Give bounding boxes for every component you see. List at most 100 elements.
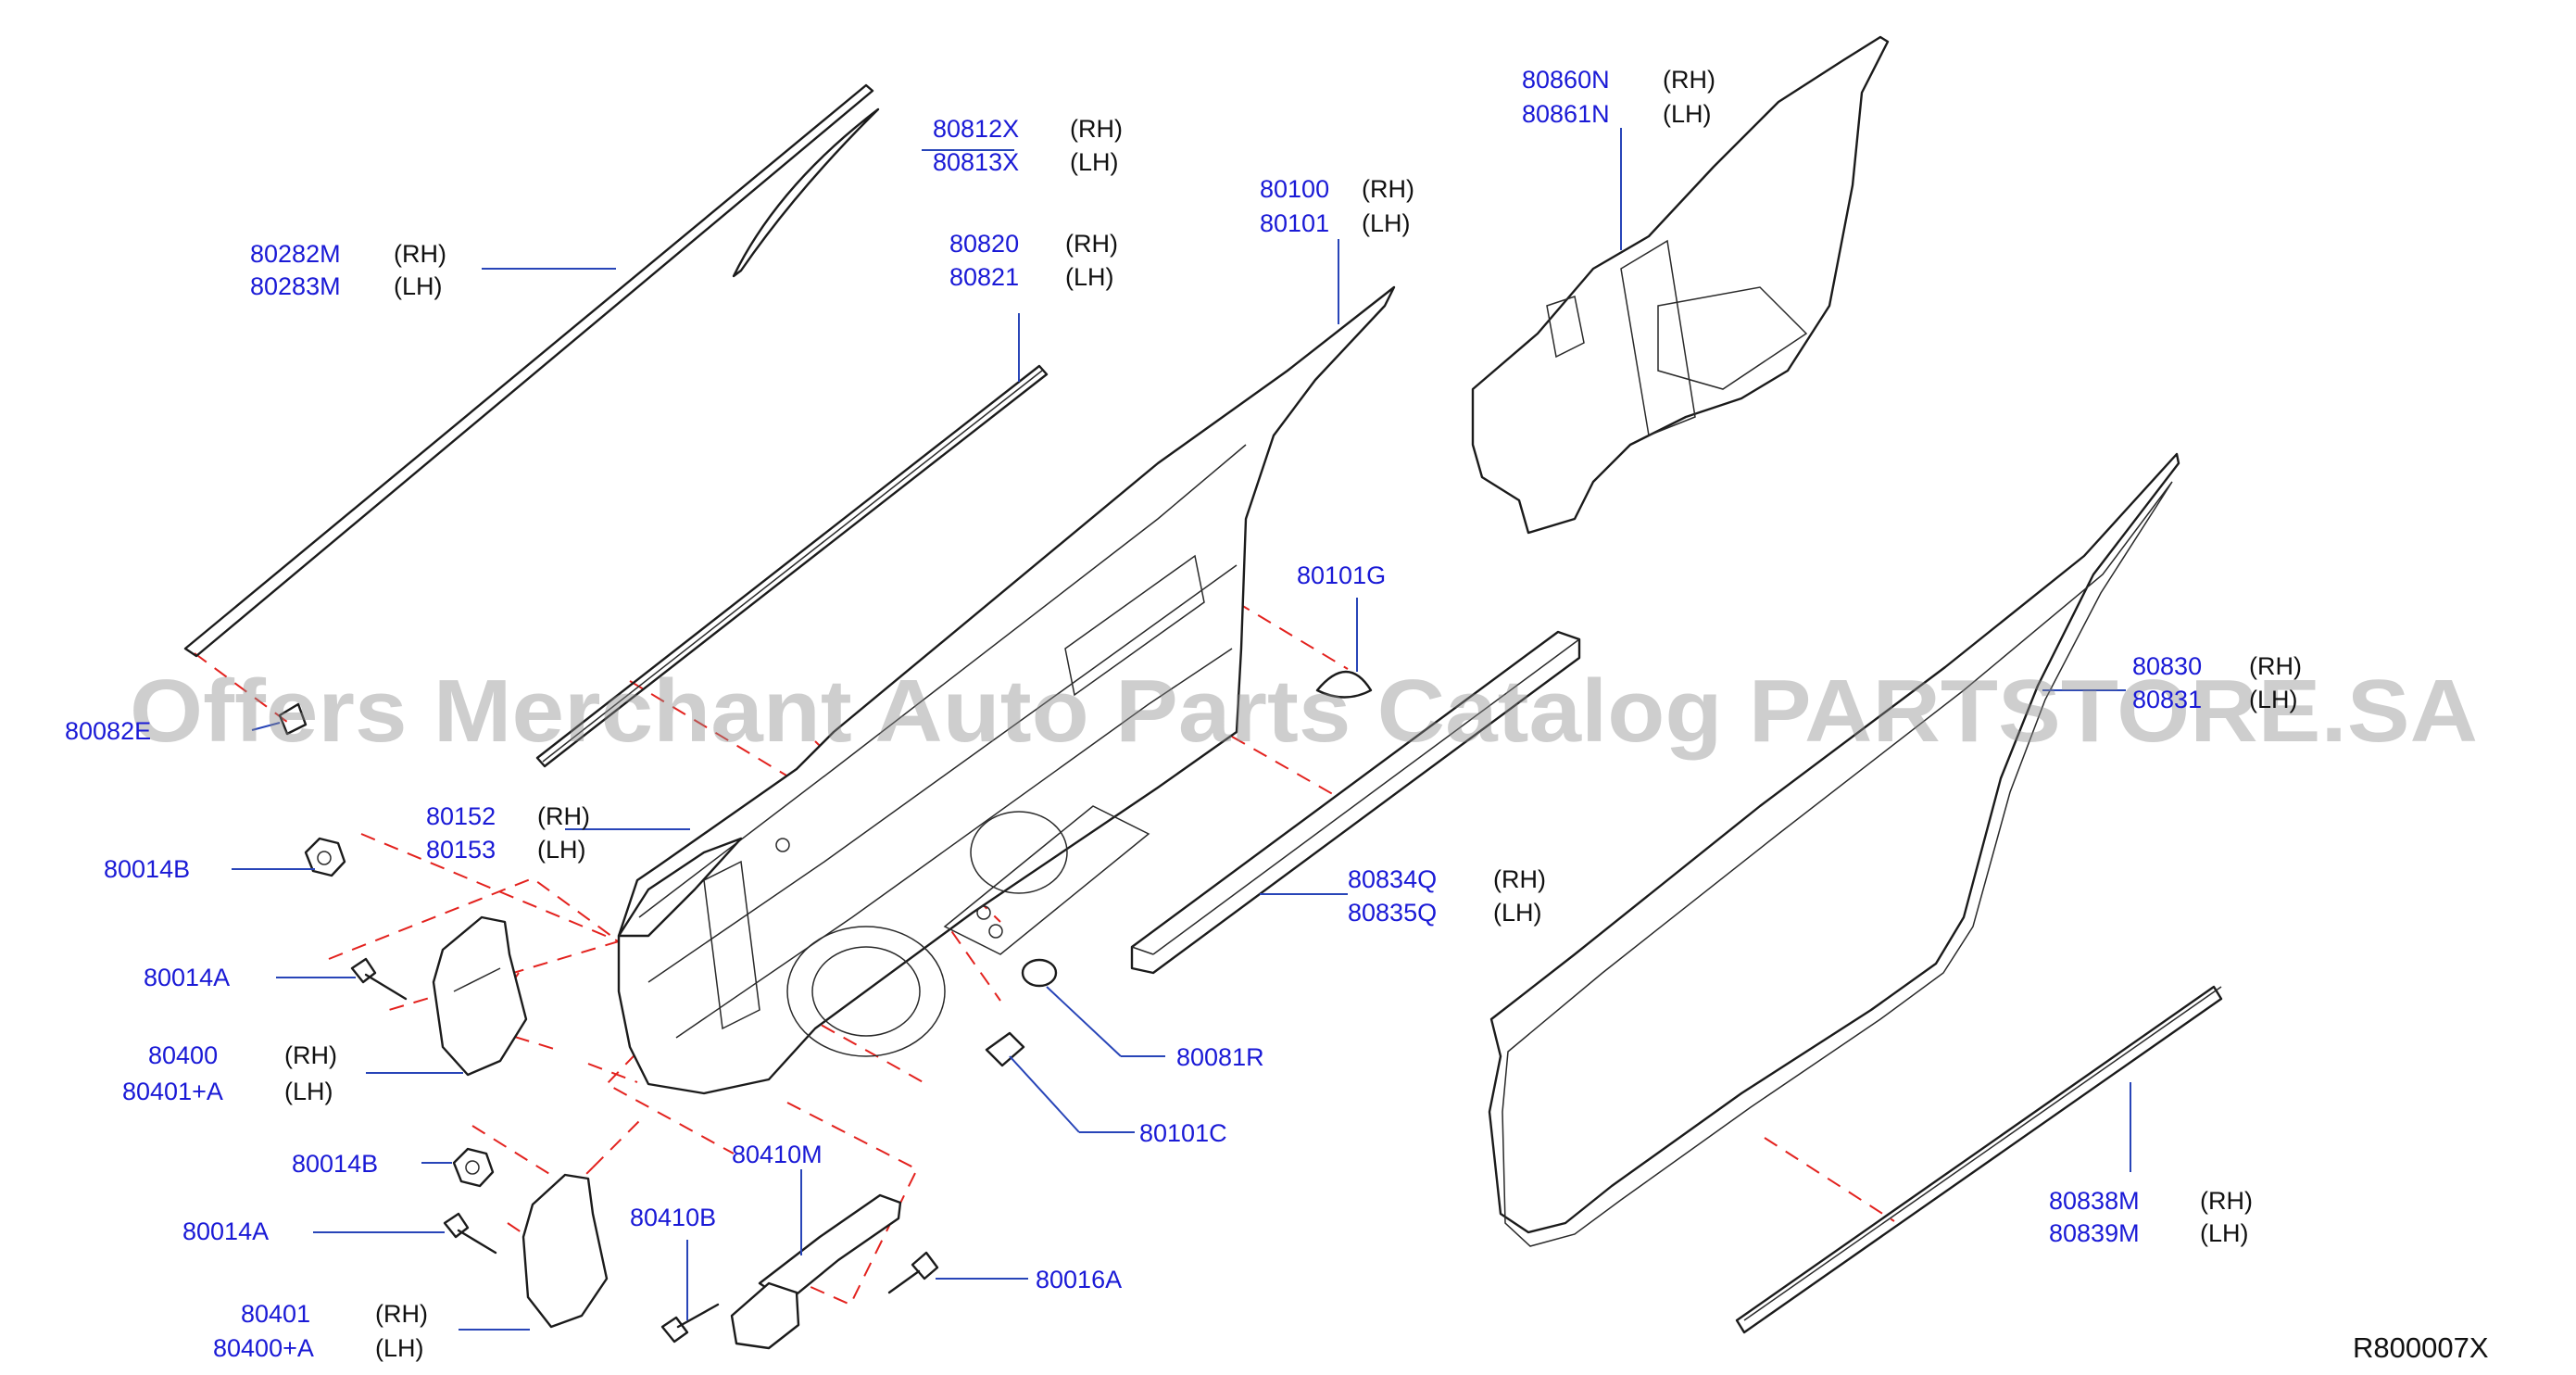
part-number: 80820 xyxy=(949,230,1019,258)
hinge-top-part xyxy=(432,915,528,1077)
nut-bottom-part xyxy=(452,1147,495,1188)
part-number: 80014B xyxy=(292,1150,378,1178)
part-number: 80082E xyxy=(65,717,151,745)
part-number: 80101 xyxy=(1260,209,1329,237)
part-number: 80834Q xyxy=(1348,865,1437,893)
part-number: 80410B xyxy=(630,1204,716,1231)
part-number: 80400+A xyxy=(213,1334,314,1362)
side-label: (RH) xyxy=(1065,230,1118,258)
callout-80081R: 80081R xyxy=(1176,1043,1264,1071)
callout-80820: 80820 80821 (RH) (LH) xyxy=(949,230,1118,291)
part-number: 80831 xyxy=(2132,686,2202,713)
side-label: (RH) xyxy=(1663,66,1715,94)
side-label: (LH) xyxy=(2249,686,2298,713)
side-label: (RH) xyxy=(2249,652,2302,680)
callout-80082E: 80082E xyxy=(65,717,151,745)
side-label: (LH) xyxy=(1663,100,1712,128)
part-number: 80838M xyxy=(2049,1187,2140,1215)
side-label: (RH) xyxy=(2200,1187,2253,1215)
callout-80014A-top: 80014A xyxy=(144,964,230,991)
corner-molding-part xyxy=(732,107,880,278)
callout-80101C: 80101C xyxy=(1139,1119,1227,1147)
part-number: 80101C xyxy=(1139,1119,1227,1147)
side-label: (RH) xyxy=(537,802,590,830)
small-clip-part xyxy=(278,702,308,736)
part-number: 80812X xyxy=(933,115,1019,143)
sealing-strip-part xyxy=(1130,630,1581,975)
sash-molding-part xyxy=(183,83,874,658)
part-number: 80016A xyxy=(1036,1266,1122,1293)
callout-80860N: 80860N 80861N (RH) (LH) xyxy=(1522,66,1715,128)
part-number: 80401+A xyxy=(122,1078,223,1105)
side-label: (LH) xyxy=(537,836,586,864)
part-number: 80014A xyxy=(182,1217,269,1245)
clip-part xyxy=(1315,670,1373,699)
door-shell-part xyxy=(617,285,1396,1095)
check-link-bolt-part xyxy=(660,1303,720,1343)
diagram-reference-code: R800007X xyxy=(2353,1331,2489,1364)
side-label: (RH) xyxy=(1493,865,1546,893)
side-label: (RH) xyxy=(1070,115,1123,143)
clip-c-part xyxy=(985,1031,1025,1067)
part-number: 80860N xyxy=(1522,66,1610,94)
side-label: (LH) xyxy=(1070,148,1119,176)
part-number: 80813X xyxy=(933,148,1019,176)
side-label: (LH) xyxy=(1362,209,1411,237)
leader-lines xyxy=(232,128,2131,1331)
side-label: (LH) xyxy=(2200,1219,2249,1247)
callout-80838M: 80838M 80839M (RH) (LH) xyxy=(2049,1187,2253,1247)
panel-molding-part xyxy=(617,837,743,938)
inner-trim-part xyxy=(1471,35,1890,535)
part-number: 80101G xyxy=(1297,561,1386,589)
side-label: (LH) xyxy=(394,272,443,300)
callout-80812X: 80812X 80813X (RH) (LH) xyxy=(933,115,1123,176)
part-number: 80835Q xyxy=(1348,899,1437,927)
bolt-a-part xyxy=(887,1251,939,1294)
bolt-bottom-part xyxy=(443,1212,497,1255)
side-label: (LH) xyxy=(1065,263,1114,291)
part-number: 80830 xyxy=(2132,652,2202,680)
callout-80834Q: 80834Q 80835Q (RH) (LH) xyxy=(1348,865,1546,927)
callout-80016A: 80016A xyxy=(1036,1266,1122,1293)
part-number: 80153 xyxy=(426,836,496,864)
callout-80410B: 80410B xyxy=(630,1204,716,1231)
outer-weatherstrip-part xyxy=(535,364,1049,768)
part-number: 80282M xyxy=(250,240,341,268)
callout-80101G: 80101G xyxy=(1297,561,1386,589)
part-number: 80014A xyxy=(144,964,230,991)
nut-top-part xyxy=(304,837,346,877)
side-label: (RH) xyxy=(394,240,446,268)
callout-80152: 80152 80153 (RH) (LH) xyxy=(426,802,590,864)
callout-80014B-bottom: 80014B xyxy=(292,1150,378,1178)
side-label: (RH) xyxy=(375,1300,428,1328)
callout-80410M: 80410M xyxy=(732,1141,823,1168)
part-number: 80152 xyxy=(426,802,496,830)
part-number: 80839M xyxy=(2049,1219,2140,1247)
part-number: 80100 xyxy=(1260,175,1329,203)
callout-80401: 80401 80400+A (RH) (LH) xyxy=(213,1300,428,1362)
part-number: 80283M xyxy=(250,272,341,300)
part-number: 80821 xyxy=(949,263,1019,291)
part-number: 80081R xyxy=(1176,1043,1264,1071)
callout-80830: 80830 80831 (RH) (LH) xyxy=(2132,652,2302,713)
callout-80100: 80100 80101 (RH) (LH) xyxy=(1260,175,1414,237)
side-label: (RH) xyxy=(284,1041,337,1069)
part-number: 80410M xyxy=(732,1141,823,1168)
side-label: (RH) xyxy=(1362,175,1414,203)
callout-80014A-bottom: 80014A xyxy=(182,1217,269,1245)
body-weatherstrip-part xyxy=(1488,452,2180,1247)
part-number: 80400 xyxy=(148,1041,218,1069)
bolt-top-part xyxy=(350,957,408,1001)
side-label: (LH) xyxy=(1493,899,1542,927)
side-label: (LH) xyxy=(284,1078,333,1105)
check-link-part xyxy=(730,1193,902,1350)
lower-molding-part xyxy=(1735,985,2223,1334)
watermark: Offers Merchant Auto Parts Catalog PARTS… xyxy=(130,662,2478,761)
callout-80014B-top: 80014B xyxy=(104,855,190,883)
side-label: (LH) xyxy=(375,1334,424,1362)
part-number: 80401 xyxy=(241,1300,310,1328)
callout-80400: 80400 80401+A (RH) (LH) xyxy=(122,1041,337,1105)
part-number: 80014B xyxy=(104,855,190,883)
hinge-bottom-part xyxy=(521,1173,609,1329)
